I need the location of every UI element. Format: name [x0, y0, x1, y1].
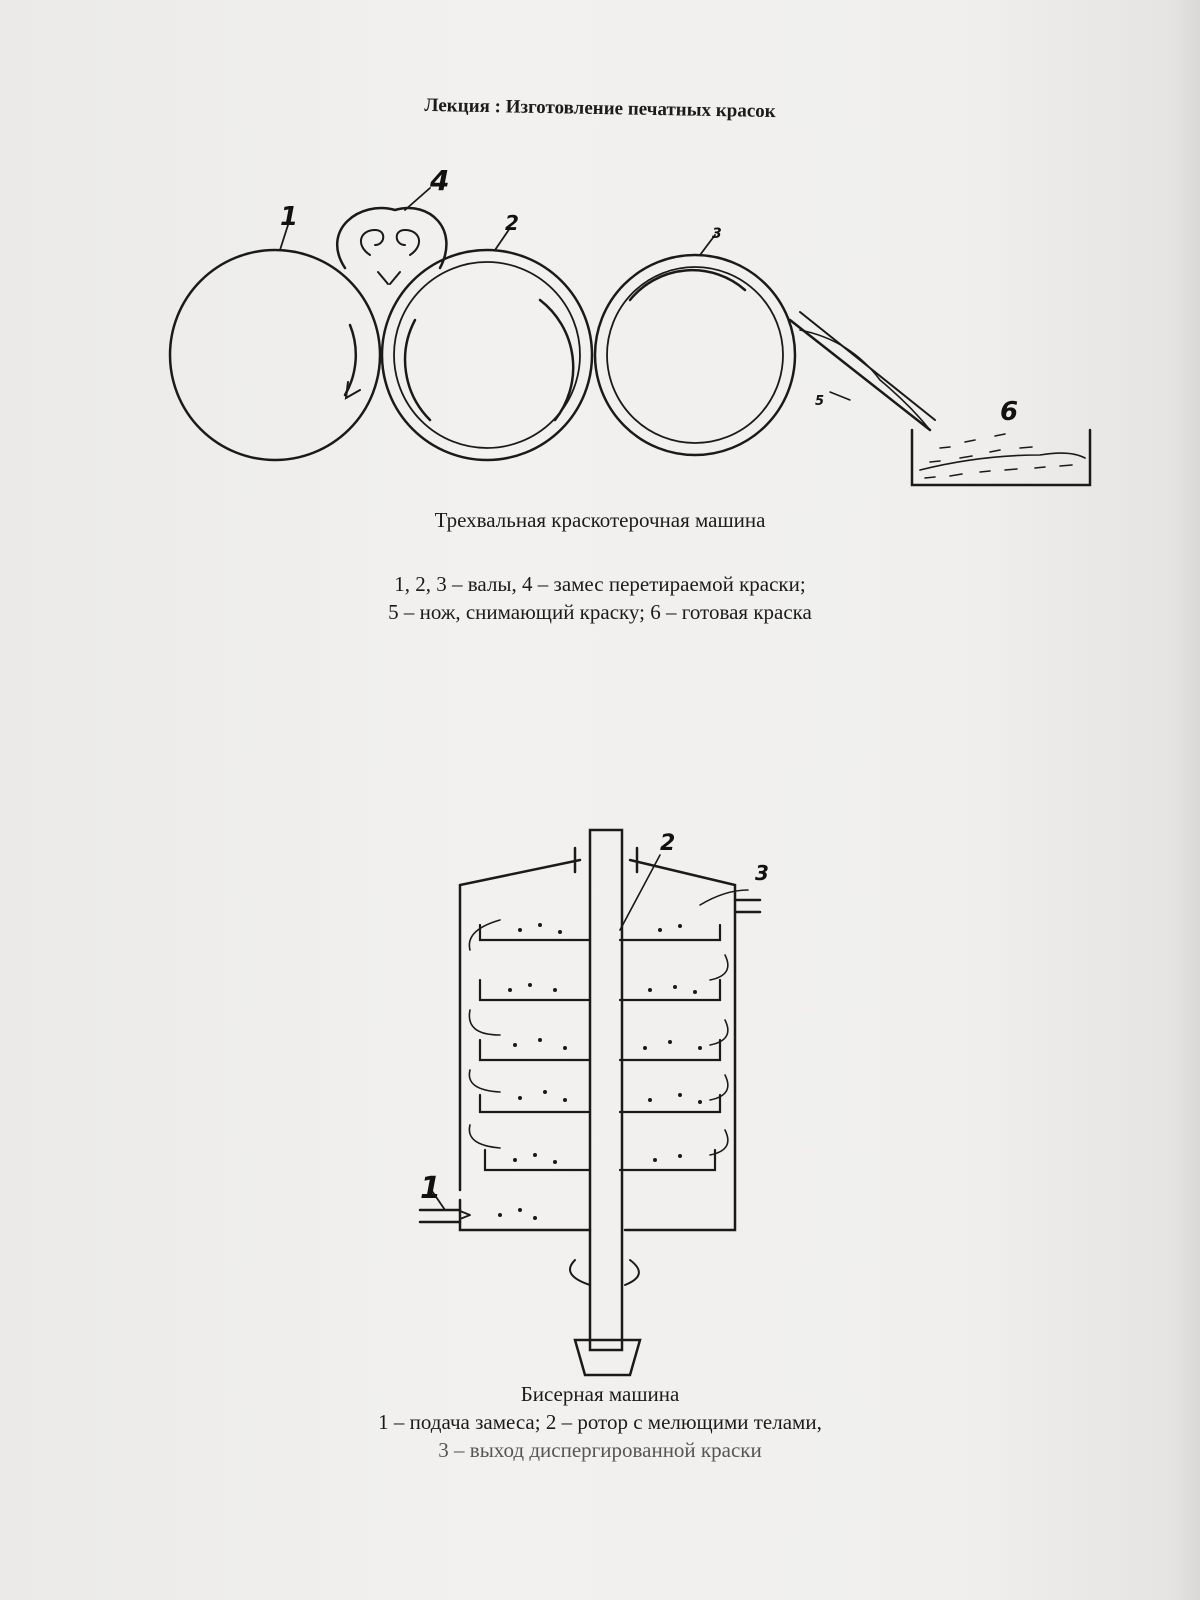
mill-base: [573, 1338, 642, 1377]
figure1-legend: 1, 2, 3 – валы, 4 – замес перетираемой к…: [230, 570, 970, 626]
label-knife-5: 5: [815, 394, 824, 409]
label-roll-3: 3: [712, 226, 722, 242]
label-outlet-3: 3: [755, 861, 769, 885]
knife-5: [788, 318, 932, 432]
roll-2: [380, 248, 594, 462]
roll-1: [168, 248, 382, 462]
label-roll-2: 2: [505, 211, 519, 235]
label-roll-1: 1: [280, 202, 298, 232]
outlet-pipe-3: [733, 898, 762, 914]
ink-tray-6: [910, 428, 1092, 487]
figure2-caption: Бисерная машина: [520, 1382, 680, 1406]
figure2-legend: 1 – подача замеса; 2 – ротор с мелющими …: [230, 1408, 970, 1464]
figure2-legend-line-1: 1 – подача замеса; 2 – ротор с мелющими …: [378, 1410, 822, 1434]
label-inlet-1: 1: [420, 1171, 441, 1206]
figure1-legend-line-1: 1, 2, 3 – валы, 4 – замес перетираемой к…: [394, 572, 806, 596]
figure1-legend-line-2: 5 – нож, снимающий краску; 6 – готовая к…: [388, 600, 812, 624]
page-edge-shadow: [1170, 0, 1200, 1600]
roll-3-arrow: [628, 268, 747, 302]
label-ink-6: 6: [1000, 397, 1018, 427]
inlet-pipe-1: [418, 1208, 462, 1224]
roll-2-arrow-left: [403, 318, 432, 422]
label-rotor-2: 2: [660, 831, 675, 856]
grinding-discs: [478, 923, 722, 1172]
figure1-caption: Трехвальная краскотерочная машина: [434, 508, 766, 532]
roll-3: [593, 253, 797, 457]
label-paste-4: 4: [429, 164, 449, 197]
grinding-beads: [498, 923, 702, 1220]
figure2-legend-line-2: 3 – выход диспергированной краски: [438, 1438, 762, 1462]
bead-mill-diagram: 1 2 3: [418, 828, 769, 1377]
roll-2-arrow-right: [538, 298, 575, 422]
roll-1-arrow: [343, 323, 358, 397]
three-roll-mill-diagram: 1 2 3 4 5 6: [168, 164, 1092, 487]
mill-housing: [458, 858, 737, 1232]
paste-chamber-4: [336, 206, 448, 270]
rotor-shaft-2: [588, 828, 624, 1352]
